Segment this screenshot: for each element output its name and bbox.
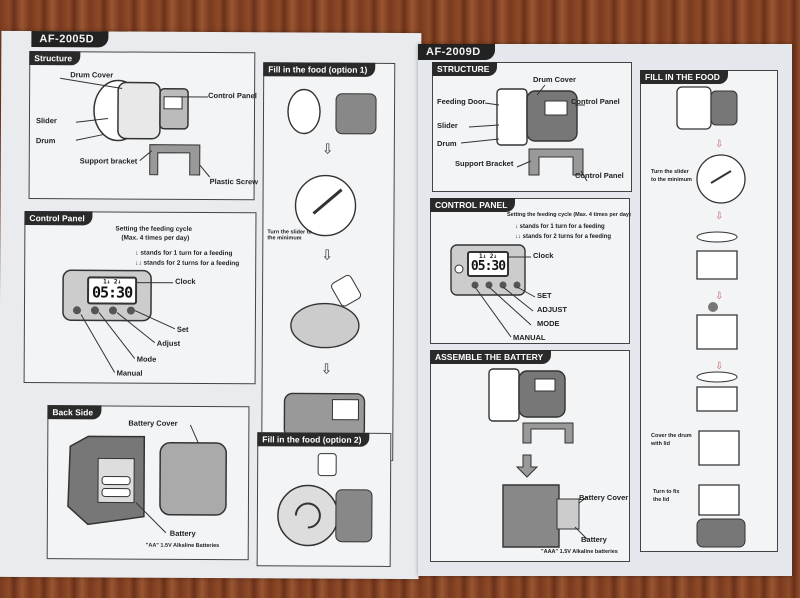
control-panel-label-right: Control Panel bbox=[571, 97, 620, 106]
control-panel-section: Control Panel Setting the feeding cycle … bbox=[23, 211, 257, 385]
fill-steps-illustration: ⇩ ⇩ ⇩ bbox=[283, 88, 377, 439]
fill-step1b-note: to the minimum bbox=[651, 177, 692, 183]
mode-button-label-right: MODE bbox=[537, 319, 560, 328]
manual-button-label: Manual bbox=[116, 368, 143, 378]
clock-label-right: Clock bbox=[533, 251, 554, 260]
support-bracket-label-right: Support Bracket bbox=[455, 159, 514, 168]
control-panel-title-right: CONTROL PANEL bbox=[430, 198, 516, 212]
model-tag-right: AF-2009D bbox=[418, 44, 495, 60]
svg-text:⇩: ⇩ bbox=[321, 361, 333, 377]
battery-title-right: ASSEMBLE THE BATTERY bbox=[430, 350, 552, 364]
turn-slider-note: Turn the slider to the minimum bbox=[267, 229, 312, 242]
structure-panel-right: STRUCTURE Drum Cover Feeding Door Contro… bbox=[432, 62, 632, 192]
feeder-illustration-right bbox=[460, 84, 588, 182]
drum-cover-label: Drum Cover bbox=[70, 70, 114, 80]
fill-option2-illustration bbox=[277, 453, 373, 547]
battery-label-right: Battery bbox=[581, 535, 607, 544]
battery-type-note-right: "AAA" 1.5V Alkaline batteries bbox=[541, 549, 618, 555]
battery-type-note: "AA" 1.5V Alkaline Batteries bbox=[145, 542, 220, 550]
svg-text:⇩: ⇩ bbox=[715, 211, 723, 222]
fill-step2-note: Cover the drum bbox=[651, 433, 692, 439]
battery-cover-label: Battery Cover bbox=[128, 418, 178, 428]
single-turn-note-right: ↓ stands for 1 turn for a feeding bbox=[515, 224, 605, 230]
back-side-panel: Back Side Battery Cover Battery "AA" 1.5… bbox=[46, 405, 250, 561]
structure-title-right: STRUCTURE bbox=[432, 62, 498, 76]
fill-step2b-note: with lid bbox=[651, 441, 670, 447]
double-turn-note-right: ↓↓ stands for 2 turns for a feeding bbox=[515, 234, 612, 240]
adjust-button-label: Adjust bbox=[156, 338, 181, 348]
structure-panel: Structure Drum Cover Control Panel Slide… bbox=[28, 51, 259, 201]
slider-label-right: Slider bbox=[437, 121, 458, 130]
manual-sheet-af2009d: AF-2009D STRUCTURE Drum Cover Feeding Do… bbox=[418, 44, 792, 576]
fill-step1-note: Turn the slider bbox=[651, 169, 689, 175]
fill-option2-panel: Fill in the food (option 2) bbox=[256, 432, 392, 567]
battery-cover-label-right: Battery Cover bbox=[579, 493, 629, 502]
fill-food-panel-right: FILL IN THE FOOD ⇩ ⇩ ⇩ ⇩ Turn the slider… bbox=[640, 70, 778, 552]
battery-illustration bbox=[67, 424, 227, 534]
svg-text:⇩: ⇩ bbox=[715, 291, 723, 302]
set-button-label-right: SET bbox=[537, 291, 552, 300]
svg-text:⇩: ⇩ bbox=[715, 361, 723, 372]
drum-cover-label-right: Drum Cover bbox=[533, 75, 576, 84]
drum-label: Drum bbox=[35, 136, 56, 146]
slider-label: Slider bbox=[35, 116, 57, 126]
adjust-button-label-right: ADJUST bbox=[537, 305, 568, 314]
mode-button-label: Mode bbox=[136, 354, 157, 364]
feeder-illustration bbox=[60, 77, 211, 178]
clock-label: Clock bbox=[175, 276, 196, 286]
lcd-display: 1↓ 2↓ 05:30 bbox=[87, 276, 138, 305]
set-button-label: Set bbox=[176, 324, 189, 334]
battery-illustration-right bbox=[488, 368, 588, 548]
plastic-screw-label: Plastic Screw bbox=[209, 176, 259, 187]
feeding-cycle-note-right: Setting the feeding cycle (Max. 4 times … bbox=[507, 212, 631, 218]
fill-step3-note: Turn to fix bbox=[653, 489, 680, 495]
battery-label: Battery bbox=[169, 528, 196, 538]
model-tag: AF-2005D bbox=[31, 31, 109, 48]
fill-option1-panel: Fill in the food (option 1) ⇩ ⇩ ⇩ Turn t… bbox=[261, 62, 396, 461]
fill-step3b-note: the lid bbox=[653, 497, 670, 503]
control-panel-section-right: CONTROL PANEL Setting the feeding cycle … bbox=[430, 198, 631, 344]
control-panel-illustration-right bbox=[450, 244, 536, 338]
support-bracket-label: Support bracket bbox=[79, 156, 138, 166]
svg-text:⇩: ⇩ bbox=[322, 141, 334, 157]
fill-food-steps-illustration: ⇩ ⇩ ⇩ ⇩ bbox=[676, 86, 746, 548]
control-panel2-label-right: Control Panel bbox=[575, 171, 624, 180]
svg-text:⇩: ⇩ bbox=[715, 139, 723, 150]
drum-label-right: Drum bbox=[437, 139, 457, 148]
battery-panel-right: ASSEMBLE THE BATTERY Battery Cover Batte… bbox=[430, 350, 630, 562]
control-panel-label: Control Panel bbox=[208, 90, 257, 101]
lcd-display-right: 1↓ 2↓ 05:30 bbox=[467, 251, 509, 277]
manual-sheet-af2005d: AF-2005D Structure Drum Cover Control Pa… bbox=[0, 30, 422, 580]
manual-button-label-right: MANUAL bbox=[513, 333, 546, 342]
feeding-door-label: Feeding Door bbox=[437, 97, 486, 106]
fill-food-title-right: FILL IN THE FOOD bbox=[640, 70, 728, 84]
svg-text:⇩: ⇩ bbox=[321, 247, 333, 263]
